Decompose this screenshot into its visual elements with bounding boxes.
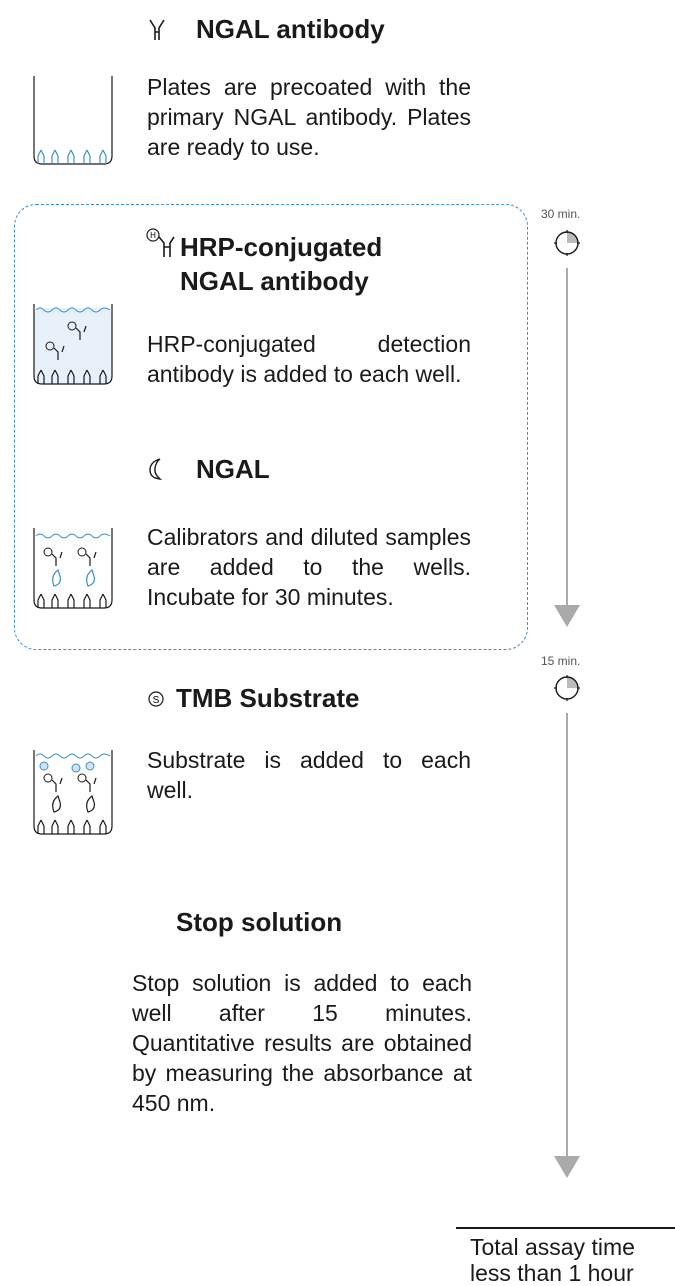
step-title-hrp-line1: HRP-conjugated xyxy=(180,232,383,262)
timeline-arrow-2 xyxy=(554,1156,580,1178)
step-text-ngal: Calibrators and diluted samples are adde… xyxy=(147,524,471,610)
incubation-group-box xyxy=(14,204,528,650)
well-icon xyxy=(33,304,113,385)
well-icon xyxy=(33,750,113,835)
step-text-hrp: HRP-conjugated detection antibody is add… xyxy=(147,331,471,387)
step-title-ngal-antibody: NGAL antibody xyxy=(196,14,385,44)
step-title-hrp-line2: NGAL antibody xyxy=(180,266,369,296)
time-label-15min: 15 min. xyxy=(541,654,581,668)
total-time-line1: Total assay time xyxy=(470,1234,635,1260)
step-title-tmb: TMB Substrate xyxy=(176,683,360,713)
hrp-antibody-icon: H xyxy=(146,228,175,257)
timeline-line-2 xyxy=(566,713,568,1159)
substrate-icon: S xyxy=(148,691,164,707)
step-text-ngal-antibody: Plates are precoated with the primary NG… xyxy=(147,74,471,160)
timeline-line-1 xyxy=(566,268,568,608)
well-icon xyxy=(33,76,113,165)
ngal-icon xyxy=(149,458,163,480)
svg-text:H: H xyxy=(150,231,156,240)
clock-icon xyxy=(554,675,580,701)
timeline-arrow-1 xyxy=(554,605,580,627)
total-divider xyxy=(456,1227,675,1229)
clock-icon xyxy=(554,230,580,256)
well-icon xyxy=(33,528,113,609)
time-label-30min: 30 min. xyxy=(541,207,581,221)
step-title-stop: Stop solution xyxy=(176,907,343,937)
step-text-stop: Stop solution is added to each well afte… xyxy=(132,970,472,1116)
antibody-icon xyxy=(149,19,165,40)
step-title-ngal: NGAL xyxy=(196,454,270,484)
svg-text:S: S xyxy=(153,695,160,706)
total-time-line2: less than 1 hour xyxy=(470,1260,634,1286)
step-text-tmb: Substrate is added to each well. xyxy=(147,747,471,803)
